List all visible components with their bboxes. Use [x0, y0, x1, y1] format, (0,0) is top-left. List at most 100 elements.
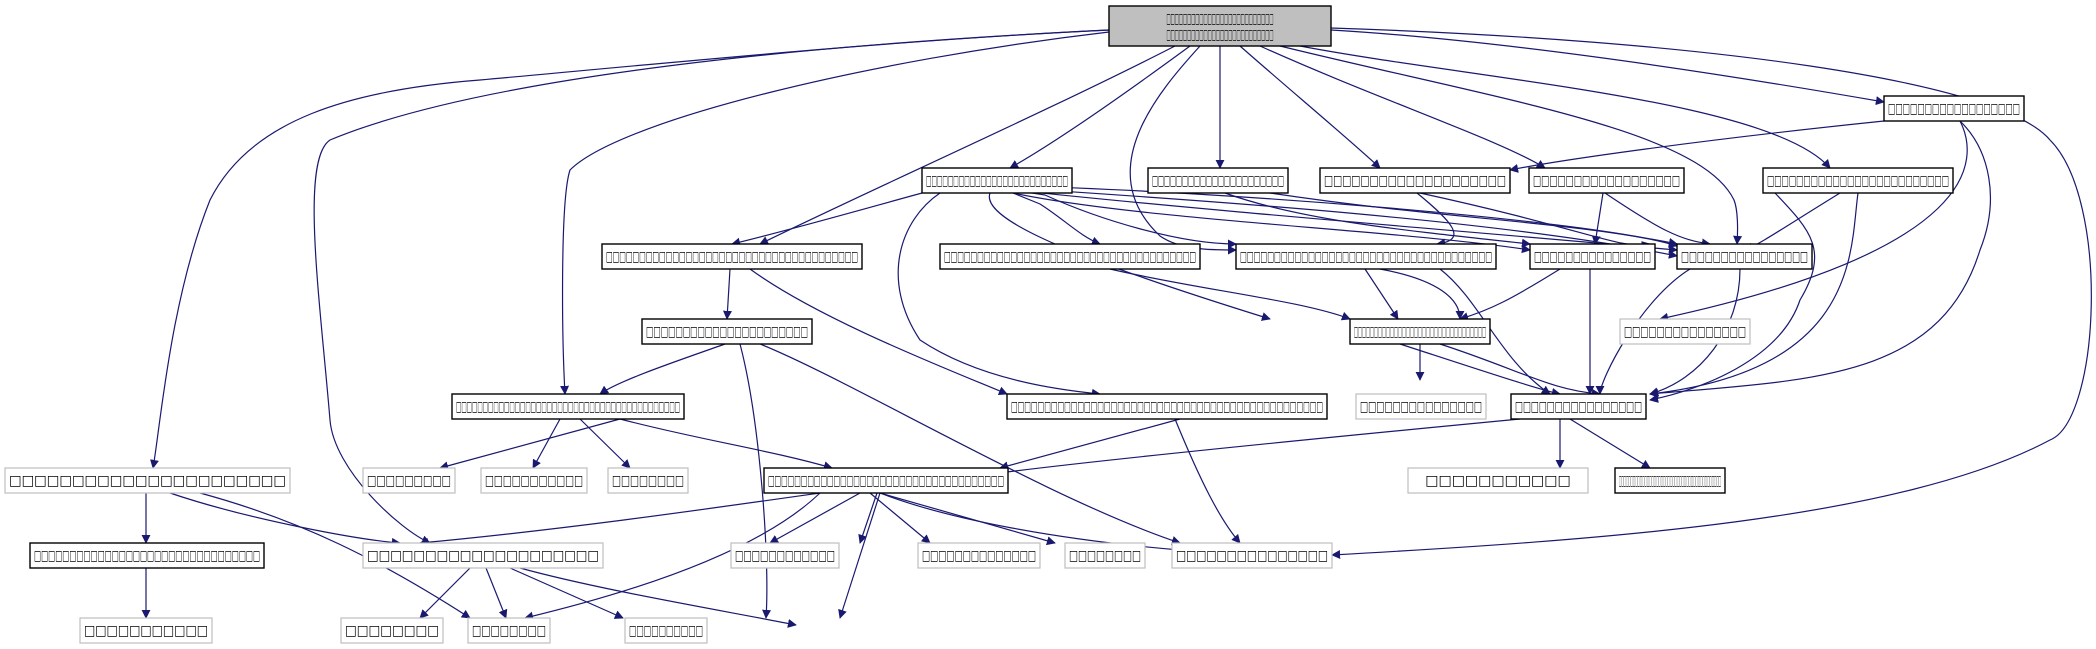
edges [141, 27, 2092, 628]
node-label: □□□□□□□□□□□□□□□□□□□□□□□□□□□□□□□□□□□□□□□□… [1167, 11, 1274, 43]
edge-62 [199, 492, 471, 619]
edge-15 [1649, 120, 1991, 398]
edge-44 [1439, 343, 1601, 398]
file-node[interactable]: □□□□□□□□□□□□□□□□□□□□□□□□□□□□□□□□□□□□□ [1235, 243, 1497, 270]
node-label: □□□□□□□□□□□□□□□□□□□□ [1324, 173, 1506, 189]
node-box[interactable] [1349, 318, 1491, 345]
file-node[interactable]: □□□□□□□□□□□□□□□□ [1676, 243, 1813, 270]
node-box[interactable] [1510, 393, 1647, 420]
node-box[interactable] [1528, 167, 1685, 194]
file-node[interactable]: □□□□□□□□□□□□□□□□□□□□□□ [641, 318, 813, 345]
edge-37 [1439, 268, 1551, 395]
file-node[interactable]: □□□□□□□□□□□□□□□ [1529, 243, 1656, 270]
edge-57 [532, 418, 561, 469]
node-box[interactable] [1676, 243, 1813, 270]
node-label: □□□□□□□□ [472, 623, 546, 639]
file-node[interactable]: □□□□□□□□□□□□□□□□□□□□□□ [1147, 167, 1289, 194]
file-node[interactable]: □□□□□□□□□□□□□□□□□□ [1883, 95, 2025, 122]
node-label: □□□□□□□□□□ [629, 623, 703, 639]
node-box[interactable] [763, 467, 1009, 494]
node-label: □□□□□□□□□□□□□□□□□□ [1888, 101, 2020, 117]
external-header-node: □□□□□□□□ [607, 467, 689, 494]
edge-56 [439, 418, 621, 471]
node-box [79, 617, 213, 644]
node-label: □□□□□□□□ [345, 623, 439, 639]
edge-68 [524, 492, 821, 621]
external-header-node: □□□□□□□□□□□□□□ [917, 542, 1041, 569]
file-node[interactable]: □□□□□□□□□□□□□□□□□□□□□□□□□□□□□□□□□□□□ [763, 467, 1009, 494]
edge-23 [1649, 192, 1816, 403]
edge-54 [999, 418, 1181, 471]
node-label: □□□□□□□□ [612, 473, 684, 489]
file-node[interactable]: □□□□□□□□□□□□□□□□□□□□□□□□□□□□□□□□□□□□□□□□… [1614, 467, 1726, 494]
node-box[interactable] [1883, 95, 2025, 122]
edge-21 [1744, 192, 1841, 252]
node-label: □□□□□□□□□□□□□□□□□□□□□□□□□□ [926, 173, 1068, 189]
edge-59 [619, 418, 833, 471]
node-box [1619, 318, 1751, 345]
node-box [1407, 467, 1589, 494]
edge-14 [1659, 120, 1968, 322]
file-node[interactable]: □□□□□□□□□□□□□□□□□□□□□□□□□□□□□□□□□□□□□□ [939, 243, 1201, 270]
edge-46 [722, 268, 732, 320]
edge-33 [897, 192, 1101, 398]
edge-11 [1299, 45, 1831, 169]
node-label: □□□□□□□□□□□□□□□□□□□□ [367, 548, 599, 564]
edge-2 [313, 29, 1110, 544]
node-box[interactable] [451, 393, 685, 420]
node-box[interactable] [921, 167, 1073, 194]
node-label: □□□□□□□□□□□□□□□ [1176, 548, 1328, 564]
edge-17 [1416, 192, 1455, 248]
node-label: □□□□□□□□□□□□□□□ [1360, 399, 1482, 415]
node-box [607, 467, 689, 494]
node-box[interactable] [1006, 393, 1328, 420]
edge-34 [731, 192, 923, 247]
node-box [1108, 5, 1332, 47]
file-node[interactable]: □□□□□□□□□□□□□□□□□□□□□□□□□ [1762, 167, 1954, 194]
root-file-node: □□□□□□□□□□□□□□□□□□□□□□□□□□□□□□□□□□□□□□□□… [1108, 5, 1332, 47]
node-box[interactable] [939, 243, 1201, 270]
external-header-node: □□□□□□□□□□□□□□□ [1619, 318, 1751, 345]
node-label: □□□□□□□□□□□□□□□□ [1515, 399, 1642, 415]
node-box[interactable] [601, 243, 863, 270]
node-box[interactable] [1319, 167, 1511, 194]
node-label: □□□□□□□□□□□□□□□□□□ [1533, 173, 1680, 189]
edge-9 [1259, 45, 1546, 169]
file-node[interactable]: □□□□□□□□□□□□□□□□□□□□□□□□□□□□□□□□□ [1349, 318, 1491, 345]
node-box[interactable] [1235, 243, 1497, 270]
external-header-node: □□□□□□□□□□□ [480, 467, 588, 494]
node-label: □□□□□□□□□□□□□□□□□□□□□□ [9, 473, 286, 489]
node-box[interactable] [1529, 243, 1656, 270]
node-box[interactable] [29, 542, 265, 569]
external-header-node: □□□□□□□□□ [362, 467, 456, 494]
file-node[interactable]: □□□□□□□□□□□□□□□□□□□□□□□□□□□□□□□□□□□□□□□□… [1006, 393, 1328, 420]
edge-74 [509, 567, 624, 619]
edge-35 [1109, 268, 1351, 321]
node-label: □□□□□□□□□□□□□□□□□□□□□□□□□□□□□□□□□□□□□□□□… [1619, 473, 1721, 489]
node-box[interactable] [1614, 467, 1726, 494]
file-node[interactable]: □□□□□□□□□□□□□□□□□□□□□□□□□□□□□□□□□□□□□□ [601, 243, 863, 270]
file-node[interactable]: □□□□□□□□□□□□□□□□□□□□ [1319, 167, 1511, 194]
node-label: □□□□□□□□□□□□□□□□□□□□□□□□□□□□□□□□□□□□□□ [944, 249, 1196, 265]
node-label: □□□□□□□□□ [367, 473, 451, 489]
edge-67 [879, 492, 1181, 554]
node-box[interactable] [1762, 167, 1954, 194]
file-node[interactable]: □□□□□□□□□□□□□□□□ [1510, 393, 1647, 420]
node-box [480, 467, 588, 494]
edge-38 [1364, 268, 1399, 320]
file-node[interactable]: □□□□□□□□□□□□□□□□□□ [1528, 167, 1685, 194]
file-node[interactable]: □□□□□□□□□□□□□□□□□□□□□□□□□□□□□□□□ [29, 542, 265, 569]
edge-26 [1012, 192, 1531, 254]
node-box[interactable] [1147, 167, 1289, 194]
file-node[interactable]: □□□□□□□□□□□□□□□□□□□□□□□□□□□□□□□□□□□□□□□□… [451, 393, 685, 420]
node-label: □□□□□□□□□□□ [485, 473, 583, 489]
node-label: □□□□□□□□ [1069, 548, 1141, 564]
node-label: □□□□□□□□□□□□□□□□□□□□□□□□□□□□□□□□□□□□□□ [606, 249, 858, 265]
file-node[interactable]: □□□□□□□□□□□□□□□□□□□□□□□□□□ [921, 167, 1073, 194]
node-label: □□□□□□□□□□□ [84, 623, 208, 639]
external-header-node: □□□□□□□□□□ [624, 617, 708, 644]
node-label: □□□□□□□□□□□□□□□□ [1681, 249, 1808, 265]
edge-20 [1604, 192, 1711, 248]
node-box[interactable] [641, 318, 813, 345]
edge-49 [739, 343, 772, 619]
